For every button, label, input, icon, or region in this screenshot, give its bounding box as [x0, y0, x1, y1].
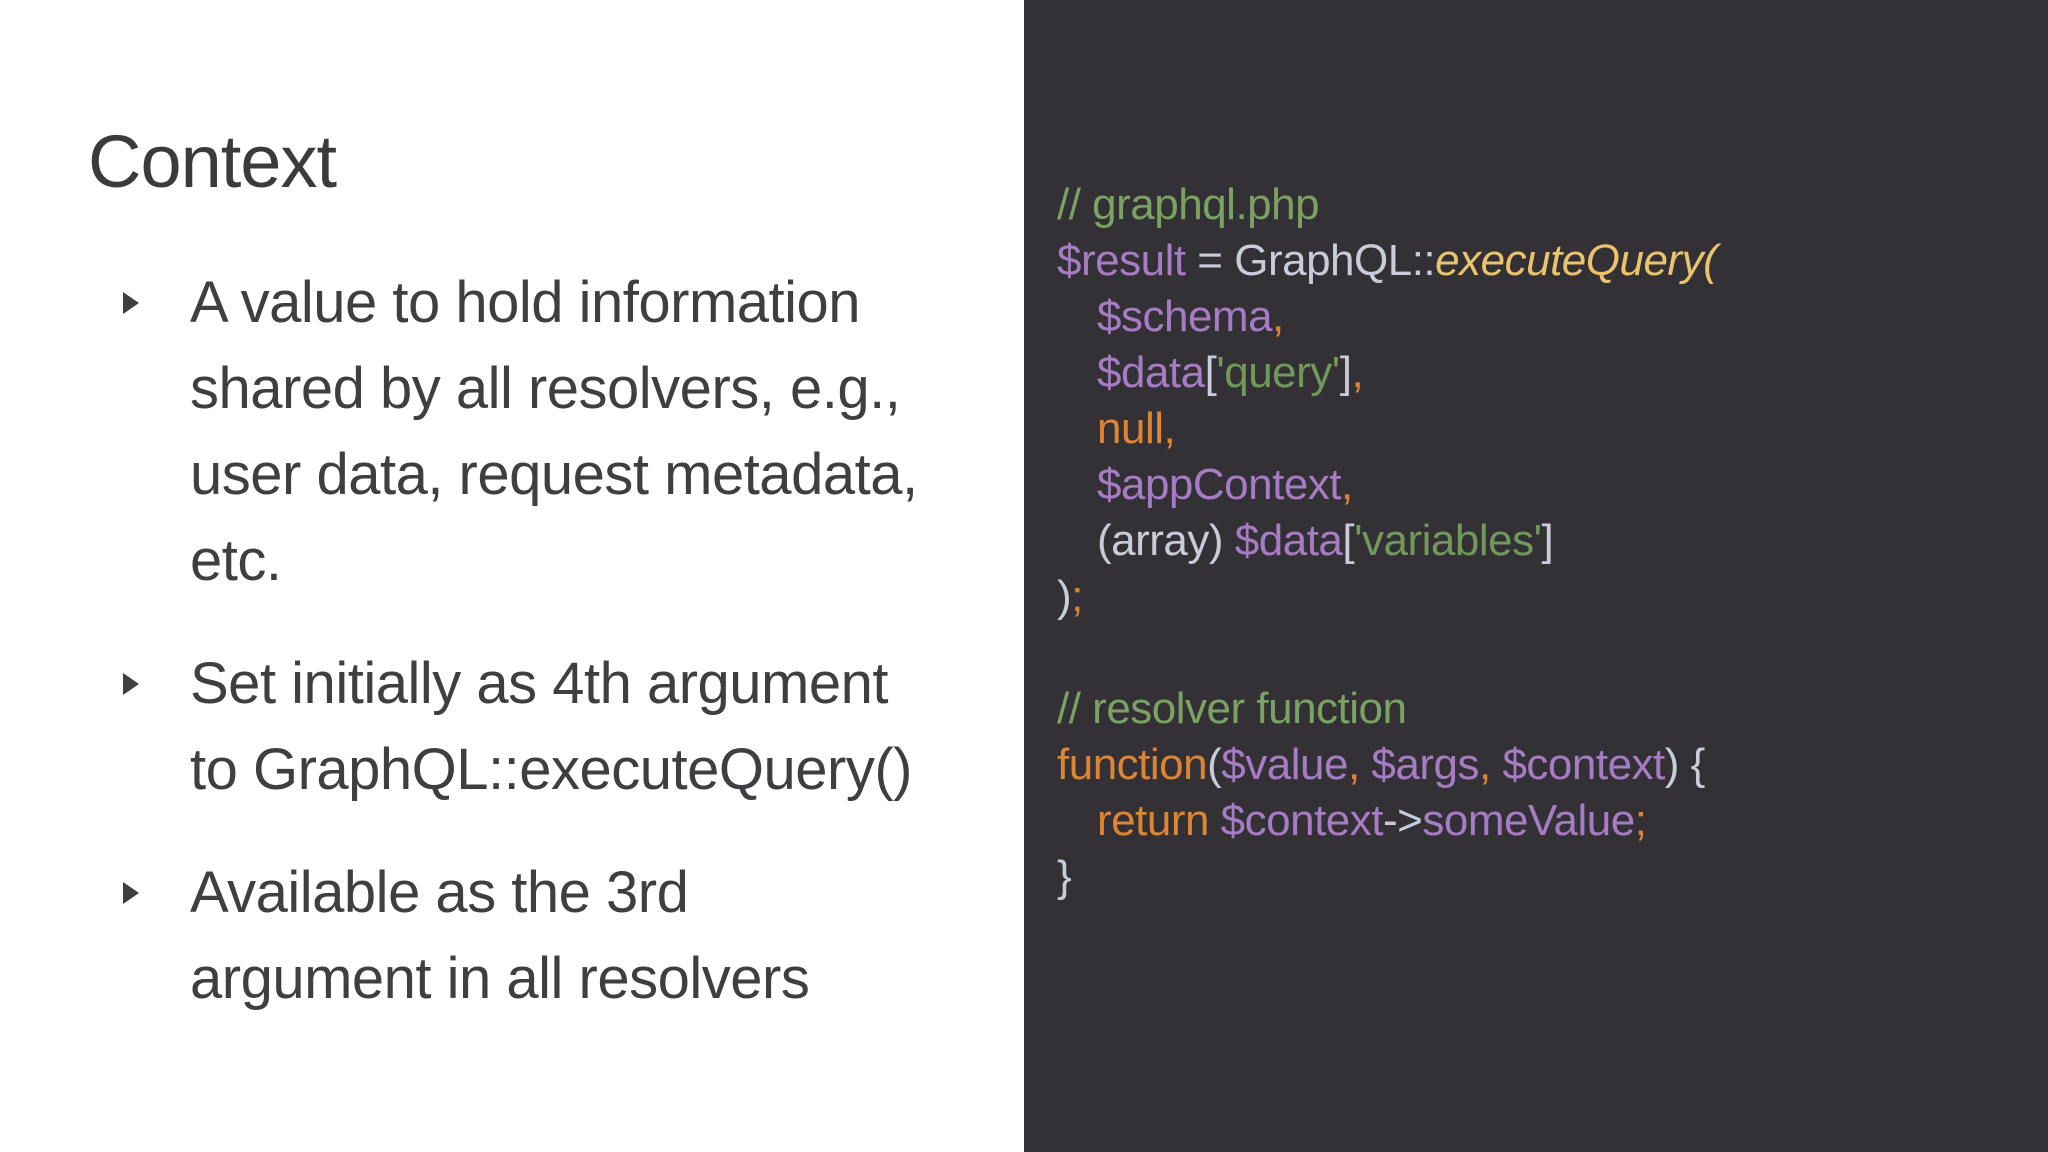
code-token-variable: $result — [1057, 236, 1186, 285]
code-token-variable: $value — [1221, 740, 1348, 789]
code-token-variable: $schema — [1097, 292, 1273, 341]
code-line: ); — [1057, 569, 2048, 625]
bullet-line: to GraphQL::executeQuery() — [190, 737, 913, 802]
code-line: $schema, — [1057, 289, 2048, 345]
code-token-plain: ( — [1207, 740, 1222, 789]
code-token-variable: $appContext — [1097, 460, 1342, 509]
slide-title: Context — [88, 120, 337, 203]
code-token-keyword: ; — [1071, 572, 1083, 621]
code-line: // graphql.php — [1057, 177, 2048, 233]
code-token-keyword: , — [1351, 348, 1364, 397]
bullet-triangle-icon — [123, 292, 139, 314]
code-token-keyword: , — [1272, 292, 1284, 341]
code-token-keyword: , — [1347, 740, 1360, 789]
code-token-plain — [1360, 740, 1372, 789]
code-token-keyword: null, — [1097, 404, 1176, 453]
code-token-plain: ] — [1339, 348, 1352, 397]
bullet-triangle-icon — [123, 673, 139, 695]
code-token-plain: [ — [1342, 516, 1355, 565]
bullet-triangle-icon — [123, 882, 139, 904]
code-token-string: 'variables' — [1354, 516, 1542, 565]
bullet-list: A value to hold information shared by all… — [90, 260, 1024, 1022]
code-line: $appContext, — [1057, 457, 2048, 513]
code-line: function($value, $args, $context) { — [1057, 737, 2048, 793]
code-token-keyword: return — [1097, 796, 1221, 845]
bullet-item: Set initially as 4th argument to GraphQL:… — [90, 641, 1024, 813]
code-token-plain: (array) — [1097, 516, 1235, 565]
code-line: } — [1057, 849, 2048, 905]
code-token-variable: someValue — [1422, 796, 1635, 845]
code-panel: // graphql.php$result = GraphQL::execute… — [1024, 0, 2048, 1152]
code-token-comment: // resolver function — [1057, 684, 1407, 733]
code-token-plain — [1491, 740, 1503, 789]
code-token-plain: ] — [1541, 516, 1554, 565]
bullet-line: shared by all resolvers, e.g., — [190, 356, 901, 421]
code-token-keyword: function — [1057, 740, 1208, 789]
code-line: return $context->someValue; — [1057, 793, 2048, 849]
code-token-variable: $context — [1502, 740, 1665, 789]
code-token-variable: $data — [1234, 516, 1343, 565]
code-token-variable: $data — [1097, 348, 1205, 397]
bullet-item: A value to hold information shared by all… — [90, 260, 1024, 604]
bullet-line: A value to hold information — [190, 270, 861, 335]
code-line: (array) $data['variables'] — [1057, 513, 2048, 569]
code-token-keyword: , — [1341, 460, 1353, 509]
code-token-plain: = GraphQL:: — [1185, 236, 1436, 285]
code-line: $data['query'], — [1057, 345, 2048, 401]
code-block: // graphql.php$result = GraphQL::execute… — [1024, 0, 2048, 905]
code-token-plain: } — [1057, 852, 1072, 901]
bullet-line: etc. — [190, 528, 282, 593]
bullet-line: argument in all resolvers — [190, 946, 810, 1011]
code-token-plain: -> — [1383, 796, 1423, 845]
bullet-line: Available as the 3rd — [190, 860, 689, 925]
code-line: // resolver function — [1057, 681, 2048, 737]
slide-left-panel: Context A value to hold information share… — [88, 120, 1024, 1022]
bullet-line: user data, request metadata, — [190, 442, 918, 507]
code-token-string: 'query' — [1216, 348, 1340, 397]
code-token-plain: ) { — [1664, 740, 1706, 789]
code-token-variable: $args — [1371, 740, 1479, 789]
code-token-plain: ) — [1057, 572, 1072, 621]
code-token-plain: [ — [1204, 348, 1217, 397]
code-token-variable: $context — [1220, 796, 1384, 845]
code-line: $result = GraphQL::executeQuery( — [1057, 233, 2048, 289]
code-token-method: executeQuery( — [1435, 236, 1718, 285]
bullet-line: Set initially as 4th argument — [190, 651, 888, 716]
code-token-comment: // graphql.php — [1057, 180, 1320, 229]
code-token-keyword: , — [1478, 740, 1491, 789]
code-token-keyword: ; — [1634, 796, 1647, 845]
bullet-item: Available as the 3rd argument in all reso… — [90, 850, 1024, 1022]
code-line: null, — [1057, 401, 2048, 457]
code-line — [1057, 625, 2048, 681]
